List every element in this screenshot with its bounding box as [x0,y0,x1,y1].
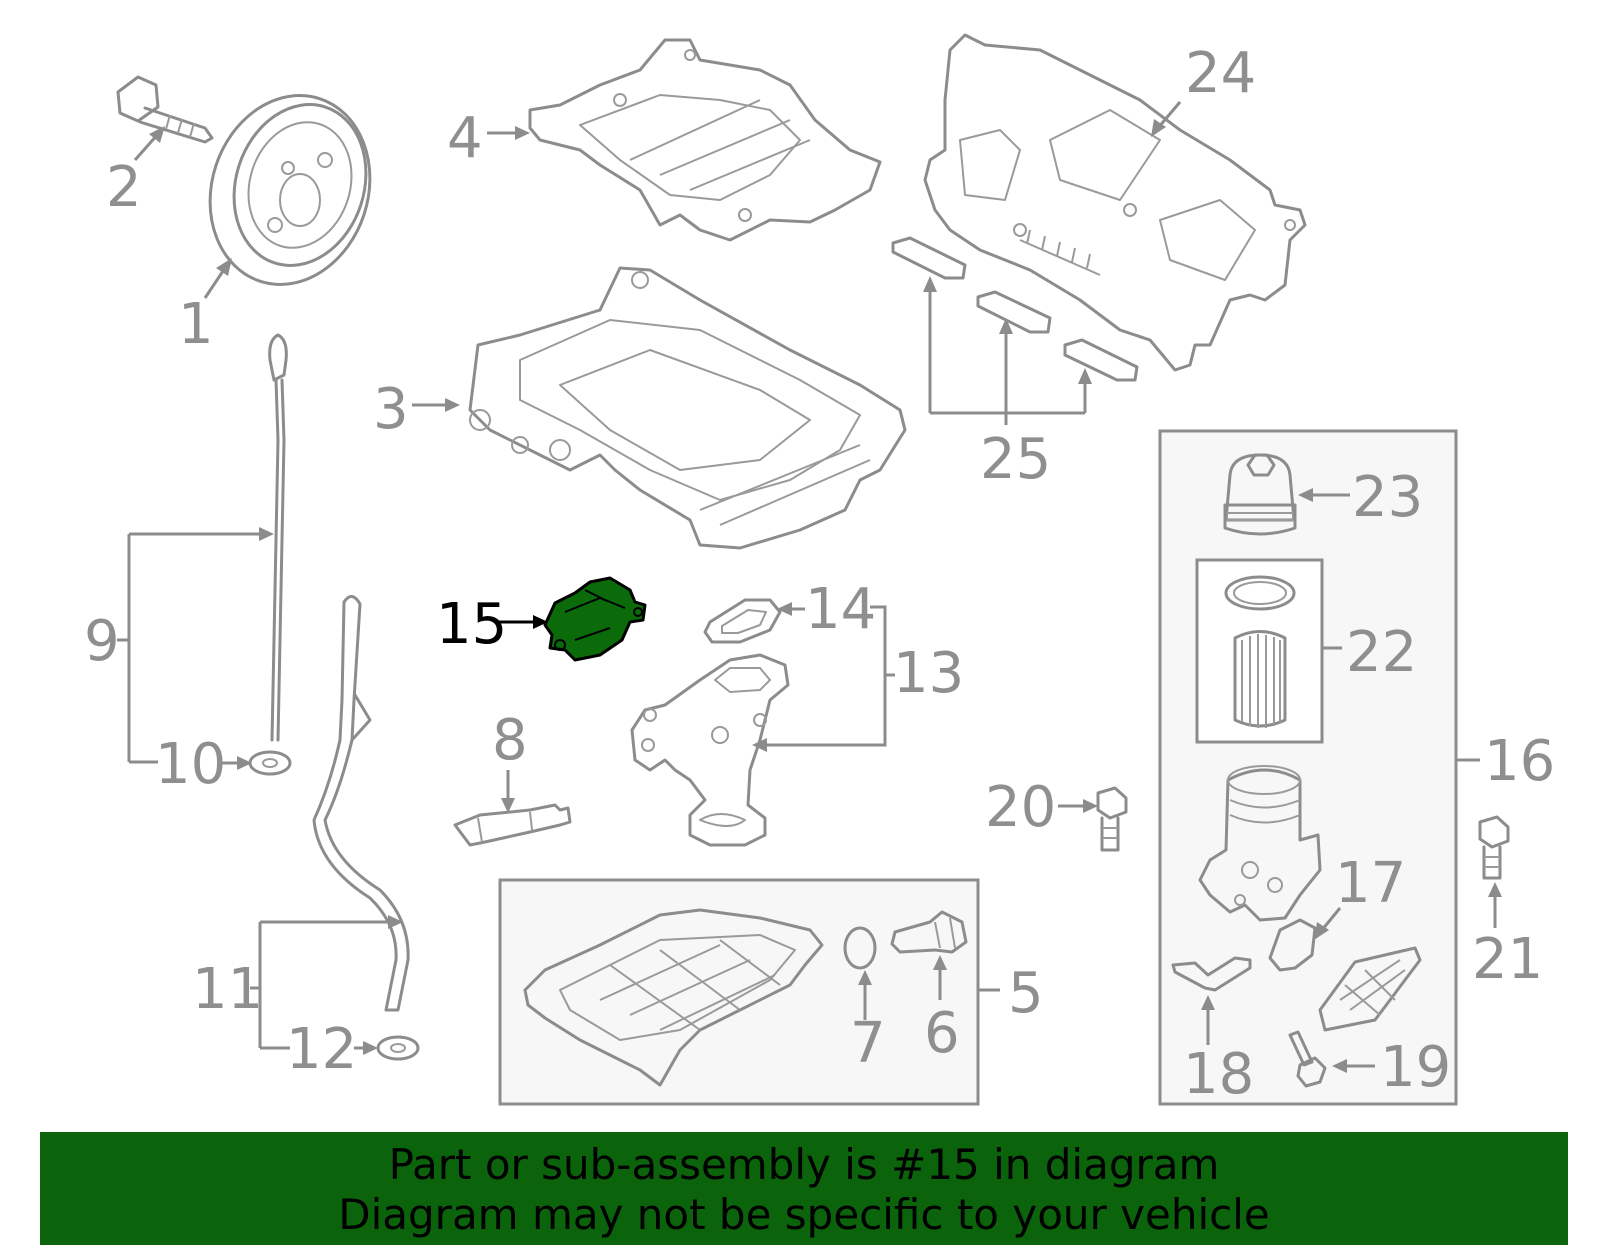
part-tube-seal [376,1035,420,1061]
part-oil-filter-cap [1223,453,1297,536]
part-oil-pump [630,653,790,847]
callout-18: 18 [1183,1042,1254,1107]
callout-19: 19 [1380,1035,1451,1100]
part-dipstick-seal [248,750,292,776]
callout-8: 8 [492,708,528,773]
callout-2: 2 [106,155,142,220]
callout-13: 13 [893,641,964,706]
callout-12: 12 [286,1017,357,1082]
callout-24: 24 [1185,41,1256,106]
part-oil-strainer [453,803,572,847]
callout-15: 15 [436,592,507,657]
part-oil-pump-cover-highlighted [543,576,647,662]
callout-11: 11 [192,957,263,1022]
leader-lines [117,101,1502,1073]
callout-9: 9 [84,609,120,674]
part-dipstick-tube [312,595,410,1012]
callout-23: 23 [1352,465,1423,530]
banner-line-1: Part or sub-assembly is #15 in diagram [388,1140,1220,1189]
part-oil-filter-housing [1198,765,1322,922]
part-oil-dipstick [268,333,288,742]
callout-17: 17 [1335,851,1406,916]
part-pulley-bolt [116,75,214,144]
oil-filter-assembly-box [1158,429,1458,1106]
part-crankshaft-pulley [208,94,372,286]
callout-1: 1 [178,292,214,357]
part-bolt-21 [1478,815,1510,880]
part-bracket [1171,956,1252,992]
callout-14: 14 [805,577,876,642]
callout-20: 20 [985,775,1056,840]
part-oil-pan-lower [523,908,824,1087]
info-banner: Part or sub-assembly is #15 in diagram D… [40,1132,1568,1245]
part-oil-filter-element [1224,575,1296,728]
callout-4: 4 [447,106,483,171]
part-oil-pan-upper [468,266,907,550]
banner-line-2: Diagram may not be specific to your vehi… [338,1190,1270,1239]
part-housing-bolt [1288,1030,1327,1088]
part-gaskets [891,236,1139,382]
callout-7: 7 [850,1011,886,1076]
part-oil-pump-gasket [703,598,782,644]
callout-22: 22 [1346,620,1417,685]
part-drain-plug [890,910,968,954]
callout-10: 10 [155,732,226,797]
part-oil-pan-baffle [528,38,882,242]
part-drain-plug-washer [843,926,877,970]
part-bolt-20 [1096,786,1128,852]
part-housing-gasket [1268,918,1317,972]
part-oil-cooler-plate [1318,946,1422,1032]
part-crankcase-cover [923,33,1307,372]
callout-numbers: 1 2 3 4 5 6 7 8 9 10 11 12 13 14 15 16 1… [84,41,1555,1107]
oil-filter-element-box [1195,558,1324,744]
callout-25: 25 [980,427,1051,492]
callout-3: 3 [373,377,409,442]
callout-16: 16 [1484,729,1555,794]
callout-5: 5 [1008,961,1044,1026]
callout-6: 6 [924,1001,960,1066]
callout-21: 21 [1472,927,1543,992]
